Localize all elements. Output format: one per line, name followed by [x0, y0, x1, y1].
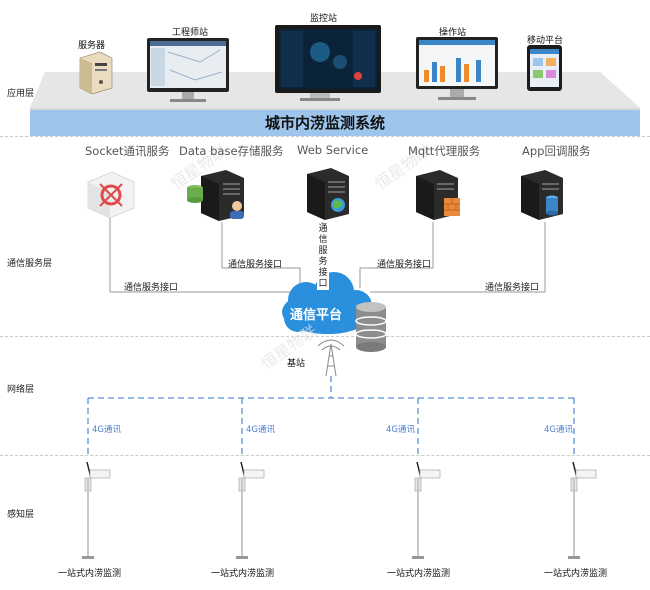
web-service-server-icon	[307, 168, 349, 220]
layer-label-comm-service: 通信服务层	[7, 259, 53, 269]
vertical-interface-label: 通 信 服 务 接 口	[317, 224, 329, 290]
mobile-tablet-icon	[527, 45, 562, 91]
layer-separator	[0, 455, 650, 456]
app-callback-server-icon	[521, 170, 563, 220]
interface-label-mqtt: 通信服务接口	[377, 260, 432, 270]
station-label-4: 一站式内涝监测	[544, 569, 608, 579]
interface-label-socket: 通信服务接口	[124, 283, 179, 293]
engineer-monitor-icon	[147, 38, 229, 102]
4g-label-1: 4G通讯	[92, 425, 121, 435]
service-label-web: Web Service	[297, 143, 369, 157]
service-label-database: Data base存储服务	[179, 144, 284, 158]
base-station-icon	[317, 339, 345, 377]
layer-separator	[0, 136, 650, 137]
interface-label-database: 通信服务接口	[228, 260, 283, 270]
monitor-station-icon	[275, 25, 381, 101]
system-banner-bg	[30, 110, 640, 136]
service-label-mqtt: Mqtt代理服务	[408, 144, 481, 158]
system-banner-title: 城市内涝监测系统	[264, 114, 385, 132]
layer-separator	[0, 336, 650, 337]
socket-service-icon	[87, 171, 135, 219]
4g-label-2: 4G通讯	[246, 425, 275, 435]
service-label-socket: Socket通讯服务	[85, 144, 170, 158]
4g-label-3: 4G通讯	[386, 425, 415, 435]
monitoring-station-4	[568, 461, 597, 559]
platform-label: 通信平台	[290, 308, 343, 323]
mobile-platform-label: 移动平台	[527, 36, 564, 46]
server-icon	[79, 51, 113, 95]
engineer-station-label: 工程师站	[172, 28, 209, 38]
4g-label-4: 4G通讯	[544, 425, 573, 435]
monitoring-station-2	[236, 461, 265, 559]
station-label-1: 一站式内涝监测	[58, 569, 122, 579]
layer-label-application: 应用层	[7, 89, 35, 99]
interface-label-app: 通信服务接口	[485, 283, 540, 293]
layer-label-sensing: 感知层	[7, 510, 35, 520]
platform-database-icon	[355, 302, 387, 352]
layer-label-network: 网络层	[7, 385, 35, 395]
4g-links	[87, 376, 575, 456]
mqtt-proxy-server-icon	[416, 170, 460, 220]
operator-monitor-icon	[416, 37, 498, 100]
server-label: 服务器	[78, 41, 106, 51]
database-server-icon	[187, 170, 244, 221]
service-label-app: App回调服务	[522, 144, 591, 158]
station-label-2: 一站式内涝监测	[211, 569, 275, 579]
monitoring-station-3	[412, 461, 441, 559]
base-station-label: 基站	[287, 359, 306, 369]
operator-station-label: 操作站	[439, 28, 467, 38]
monitor-station-label: 监控站	[310, 14, 338, 24]
monitoring-stations	[82, 461, 597, 559]
station-label-3: 一站式内涝监测	[387, 569, 451, 579]
monitoring-station-1	[82, 461, 111, 559]
